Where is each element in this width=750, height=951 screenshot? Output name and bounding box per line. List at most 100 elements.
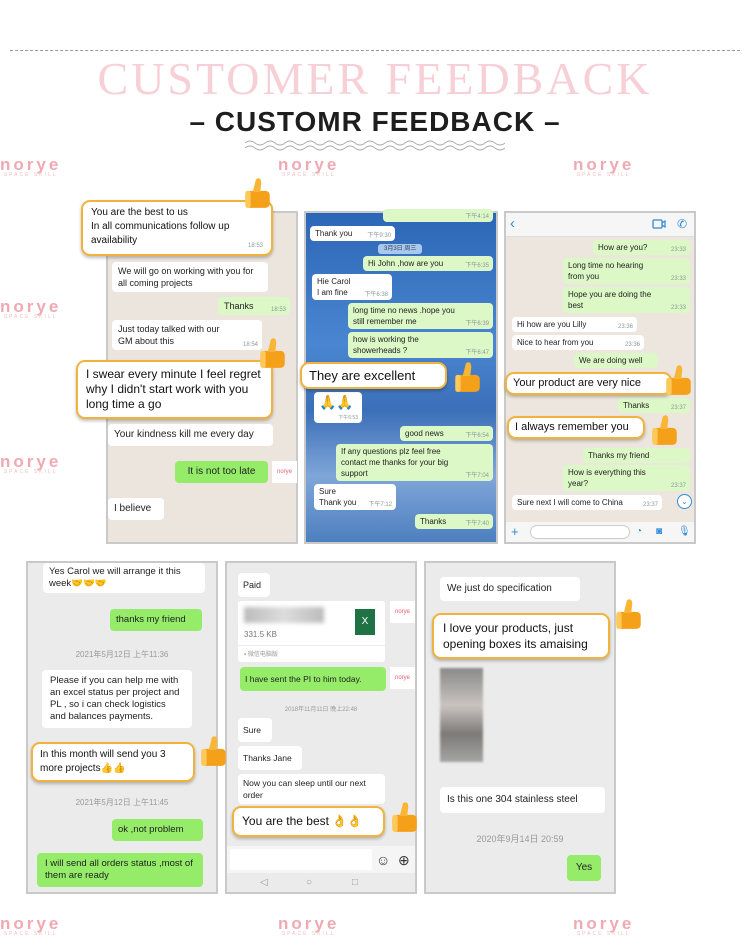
message-incoming: Now you can sleep until our next order [238,774,385,804]
title-text: CUSTOMR FEEDBACK [214,106,536,137]
timestamp: 2021年5月12日 上午11:36 [75,650,169,659]
camera-icon[interactable]: ◙ [656,526,663,537]
date-pill: 3月3日 周三 [378,244,423,254]
dash: – [543,106,561,137]
wave-decoration [245,140,505,151]
file-attachment[interactable]: 331.5 KB X ▪ 微信电脑版 [238,601,385,662]
message-outgoing: ok ,not problem [112,819,203,841]
feedback-callout: You are the best to us In all communicat… [81,200,273,256]
page-title: – CUSTOMR FEEDBACK – [0,106,750,138]
message-incoming: Sure [238,718,272,742]
avatar: norye [390,667,415,689]
feedback-callout: You are the best 👌👌 [232,806,385,837]
sticker-icon[interactable]: ◔ [636,526,643,537]
message-outgoing: We are doing well [574,353,658,368]
back-chevron-icon[interactable]: ‹ [510,215,515,232]
file-source: ▪ 微信电脑版 [244,652,278,658]
message-outgoing: thanks my friend [110,609,202,631]
scroll-down-icon[interactable]: ⌄ [677,494,692,509]
message-incoming: Your kindness kill me every day [108,424,273,446]
emoji-icon[interactable]: ☺ [376,852,391,868]
message-incoming: I believe [108,498,164,520]
message-outgoing: Yes [567,855,601,881]
file-size: 331.5 KB [244,630,277,639]
feedback-callout: I love your products, just opening boxes… [432,613,610,659]
divider [10,50,740,51]
thumbs-up-icon [392,802,417,832]
plus-icon[interactable]: ⊕ [398,852,410,868]
avatar: norye [390,601,415,623]
thumbs-up-icon [245,178,270,208]
feedback-callout: In this month will send you 3 more proje… [31,742,195,782]
message-outgoing: I will send all orders status ,most of t… [37,853,203,887]
message-input[interactable] [230,849,372,870]
blurred-product-photo[interactable] [440,668,483,762]
dash: – [189,106,207,137]
message-incoming: Please if you can help me with an excel … [42,670,192,728]
message-outgoing: If any questions plz feel free contact m… [336,444,493,481]
message-outgoing: 下午4:14 [383,209,493,222]
message-incoming: Just today talked with our GM about this… [112,320,262,350]
message-input[interactable] [530,525,630,539]
excel-file-icon: X [355,609,375,635]
message-outgoing: long time no news .hope you still rememb… [348,303,493,329]
message-incoming: Is this one 304 stainless steel [440,787,605,813]
thumbs-up-icon [616,599,641,629]
message-incoming: Yes Carol we will arrange it this week🤝🤝… [43,563,205,593]
message-outgoing: how is working the showerheads ?下午6:47 [348,332,493,358]
video-call-icon[interactable] [652,219,666,229]
message-incoming: We will go on working with you for all c… [112,262,268,292]
message-outgoing: How are you?23:33 [593,240,690,255]
blurred-filename [244,607,324,623]
message-incoming: Paid [238,573,270,597]
feedback-callout: I always remember you [507,416,645,439]
avatar: norye [272,461,297,483]
thumbs-up-icon [260,338,285,368]
thumbs-up-icon [455,362,480,392]
message-incoming: Thanks Jane [238,746,302,770]
thumbs-up-icon [201,736,226,766]
thumbs-up-icon [652,415,677,445]
timestamp: 2020年9月14日 20:59 [476,834,564,844]
background-title: CUSTOMER FEEDBACK [97,53,653,104]
thumbs-up-icon [666,365,691,395]
message-incoming: 🙏🙏下午6:53 [314,392,362,423]
timestamp: 2018年11月11日 晚上22:48 [284,707,358,713]
microphone-icon[interactable]: 🎙 [678,526,691,537]
plus-icon[interactable]: + [511,524,519,539]
nav-home-icon[interactable]: ○ [306,877,313,888]
message-incoming: We just do specification [440,577,580,601]
message-outgoing: Thanks my friend [583,448,690,463]
nav-recent-icon[interactable]: □ [352,877,359,888]
feedback-callout: I swear every minute I feel regret why I… [76,360,273,419]
nav-back-icon[interactable]: ◁ [260,877,268,888]
message-outgoing: How is everything this year?23:37 [563,465,690,491]
timestamp: 2021年5月12日 上午11:45 [75,798,169,807]
message-outgoing: It is not too late [175,461,268,483]
phone-icon[interactable]: ✆ [677,217,688,231]
message-outgoing: I have sent the PI to him today. [240,667,386,691]
feedback-callout: Your product are very nice [505,372,672,395]
feedback-callout: They are excellent [300,362,447,389]
